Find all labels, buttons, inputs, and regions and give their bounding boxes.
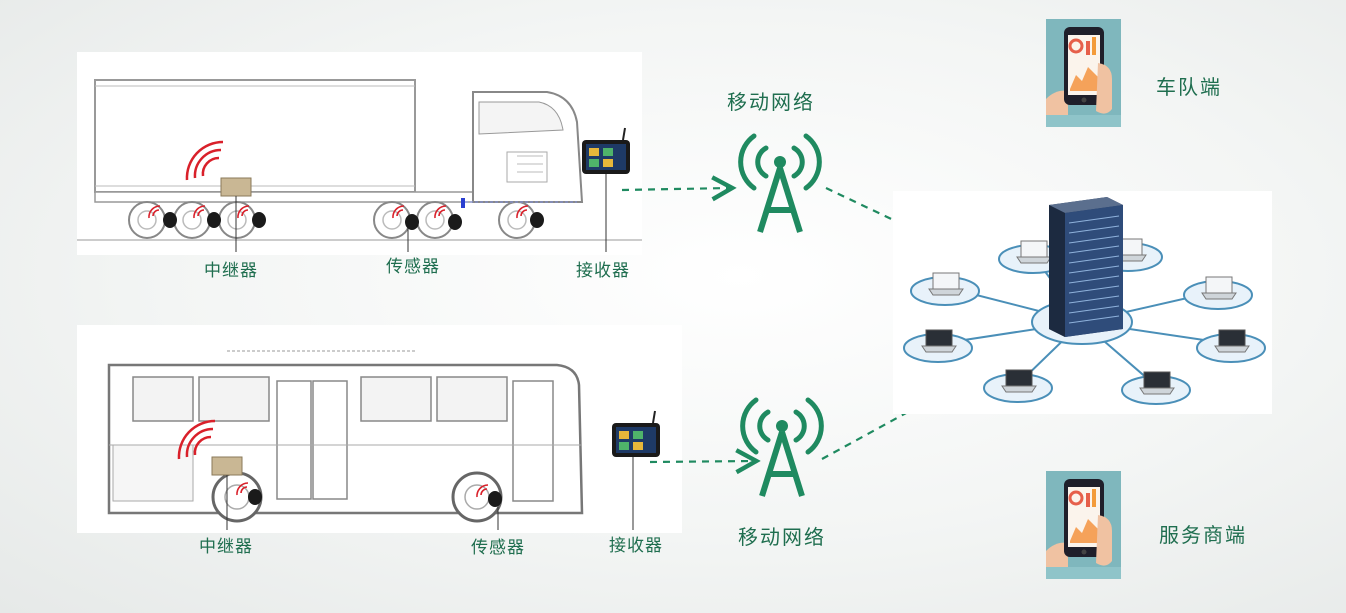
fleet-phone-icon — [1046, 19, 1121, 127]
arrow-truck-to-tower — [621, 188, 730, 190]
truck-panel — [77, 52, 642, 255]
tower-top-icon — [738, 128, 822, 234]
fleet-label: 车队端 — [1156, 75, 1222, 99]
truck-relay-label: 中继器 — [204, 261, 258, 281]
truck-illustration — [77, 79, 642, 252]
truck-receiver-label: 接收器 — [576, 261, 630, 281]
network-top-label: 移动网络 — [727, 90, 815, 114]
service-label: 服务商端 — [1159, 523, 1247, 547]
network-bottom-label: 移动网络 — [738, 525, 826, 549]
bus-panel — [77, 325, 682, 533]
arrow-bus-to-tower — [649, 461, 754, 462]
tower-bottom-icon — [740, 392, 824, 498]
server-rack — [1049, 197, 1123, 337]
service-phone-icon — [1046, 471, 1121, 579]
bus-relay-label: 中继器 — [199, 537, 253, 557]
server-network-panel — [893, 191, 1272, 414]
server-network-illustration — [903, 197, 1266, 405]
bus-receiver-label: 接收器 — [609, 536, 663, 556]
bus-sensor-label: 传感器 — [471, 538, 525, 558]
bus-illustration — [107, 350, 660, 530]
truck-sensor-label: 传感器 — [386, 257, 440, 277]
